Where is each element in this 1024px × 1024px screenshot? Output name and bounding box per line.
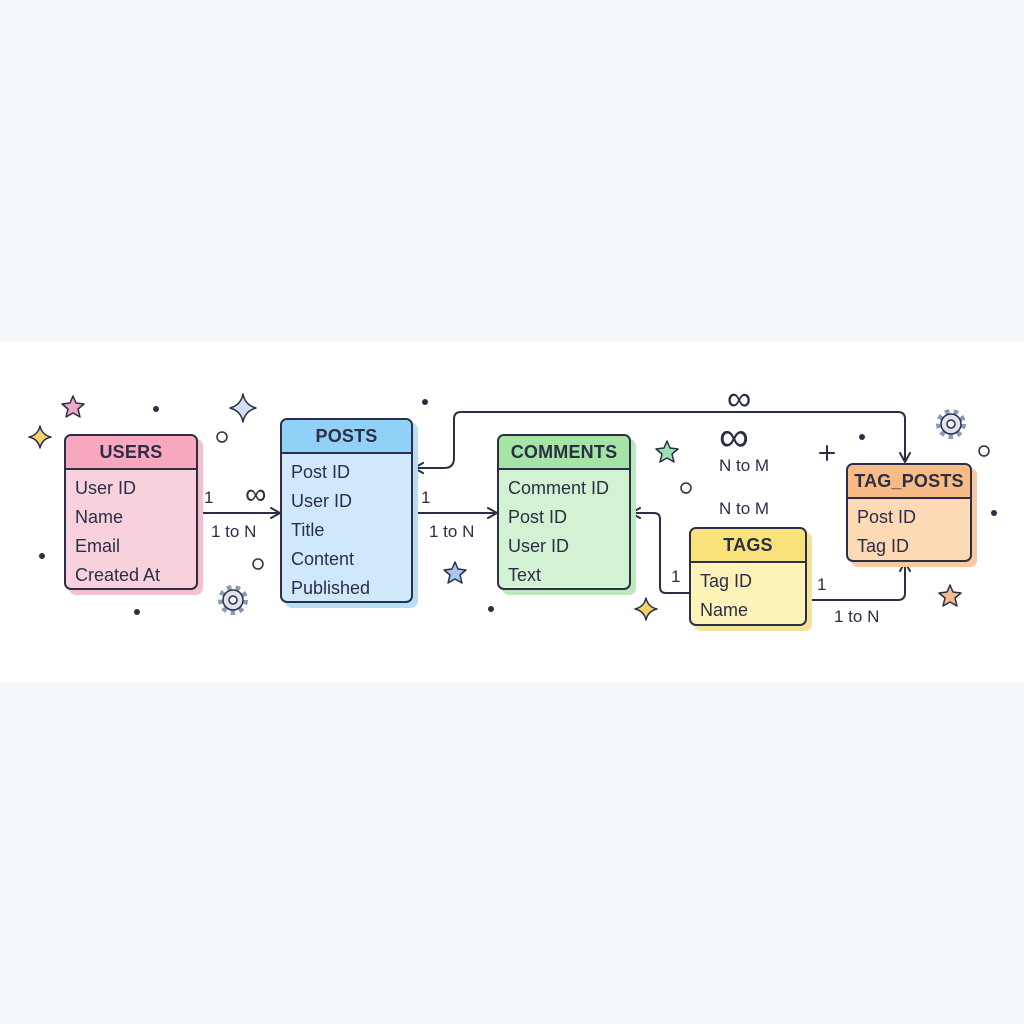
- sparkle-icon: [229, 393, 257, 423]
- field-name: Name: [700, 600, 749, 620]
- star-icon: [938, 584, 962, 607]
- users-posts-many-label: ∞: [245, 478, 267, 511]
- entity-users-fields: User ID Name Email Created At: [66, 470, 196, 588]
- entity-users-title: USERS: [66, 436, 196, 470]
- dot: [153, 406, 159, 412]
- dot: [680, 482, 692, 494]
- top-infinity-lower: ∞: [719, 413, 749, 460]
- top-cardinality-lower: N to M: [719, 499, 770, 518]
- tags-tagposts-one-label: 1: [817, 575, 827, 594]
- posts-comments-cardinality: 1 to N: [429, 522, 475, 541]
- entity-tags-title: TAGS: [691, 529, 805, 563]
- dot: [216, 431, 228, 443]
- field-comment-id: Comment ID: [508, 478, 610, 498]
- entity-tag-posts-fields: Post ID Tag ID: [848, 499, 970, 560]
- decorations: [28, 393, 997, 621]
- field-created-at: Created At: [75, 565, 161, 585]
- gear-icon: [936, 409, 966, 439]
- field-content: Content: [291, 549, 355, 569]
- field-tag-id: Tag ID: [700, 571, 753, 591]
- entity-comments[interactable]: COMMENTS Comment ID Post ID User ID Text: [497, 434, 631, 590]
- star-icon: [443, 561, 467, 584]
- entity-posts-fields: Post ID User ID Title Content Published: [282, 454, 411, 601]
- dot: [134, 609, 140, 615]
- field-user-id: User ID: [75, 478, 137, 498]
- users-posts-cardinality: 1 to N: [211, 522, 257, 541]
- dot: [978, 445, 990, 457]
- dot: [39, 553, 45, 559]
- field-user-id: User ID: [508, 536, 570, 556]
- link-tags-comments: [630, 507, 690, 594]
- gear-icon: [218, 585, 248, 615]
- entity-comments-title: COMMENTS: [499, 436, 629, 470]
- star-icon: [61, 395, 85, 418]
- star-icon: [655, 440, 679, 463]
- tags-comments-one-label: 1: [671, 567, 681, 586]
- field-text: Text: [508, 565, 542, 585]
- tags-tagposts-cardinality: 1 to N: [834, 607, 880, 626]
- dot: [488, 606, 494, 612]
- field-tag-id: Tag ID: [857, 536, 910, 556]
- field-email: Email: [75, 536, 121, 556]
- field-name: Name: [75, 507, 124, 527]
- field-post-id: Post ID: [291, 462, 351, 482]
- entity-comments-fields: Comment ID Post ID User ID Text: [499, 470, 629, 588]
- entity-tags[interactable]: TAGS Tag ID Name: [689, 527, 807, 626]
- field-title: Title: [291, 520, 325, 540]
- sparkle-icon: [28, 425, 52, 449]
- field-post-id: Post ID: [508, 507, 568, 527]
- plus-icon: [819, 445, 835, 461]
- entity-tags-fields: Tag ID Name: [691, 563, 805, 624]
- users-posts-one-label: 1: [204, 488, 214, 507]
- top-cardinality-upper: N to M: [719, 456, 770, 475]
- link-tags-tagposts: [806, 561, 911, 601]
- top-infinity-upper: ∞: [727, 380, 752, 418]
- entity-posts[interactable]: POSTS Post ID User ID Title Content Publ…: [280, 418, 413, 603]
- dot: [859, 434, 865, 440]
- field-user-id: User ID: [291, 491, 353, 511]
- link-posts-tagposts-top: [453, 411, 911, 463]
- dot: [991, 510, 997, 516]
- entity-users[interactable]: USERS User ID Name Email Created At: [64, 434, 198, 590]
- field-post-id: Post ID: [857, 507, 917, 527]
- link-tagposts-posts-return: [413, 457, 455, 474]
- dot: [252, 558, 264, 570]
- entity-tag-posts-title: TAG_POSTS: [848, 465, 970, 499]
- dot: [422, 399, 428, 405]
- entity-tag-posts[interactable]: TAG_POSTS Post ID Tag ID: [846, 463, 972, 562]
- field-published: Published: [291, 578, 371, 598]
- entity-posts-title: POSTS: [282, 420, 411, 454]
- sparkle-icon: [634, 597, 658, 621]
- posts-comments-one-label: 1: [421, 488, 431, 507]
